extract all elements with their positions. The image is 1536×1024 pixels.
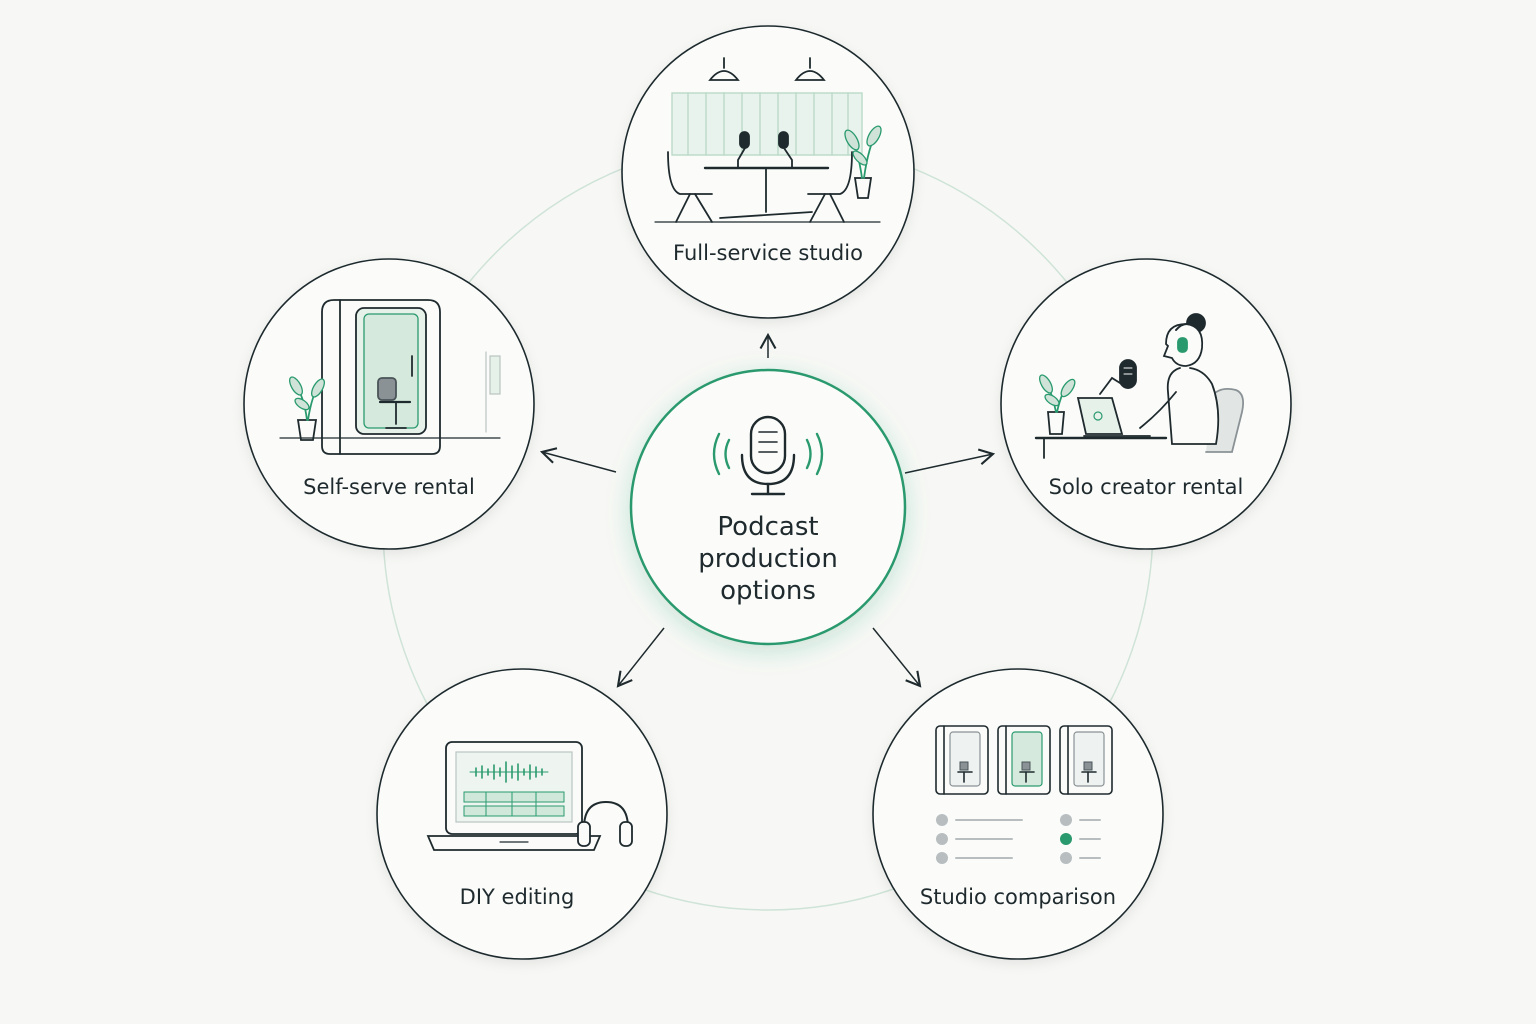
arrow-to-solo-creator-rental	[904, 448, 996, 474]
microphone-icon	[712, 415, 824, 496]
arrow-to-diy-editing	[616, 627, 665, 688]
label-studio-comparison: Studio comparison	[920, 885, 1116, 909]
node-self-serve-rental[interactable]: Self-serve rental	[243, 258, 535, 550]
node-full-service-studio[interactable]: Full-service studio	[621, 25, 915, 319]
center-title-line-1: Podcast	[717, 512, 818, 542]
label-solo-creator-rental: Solo creator rental	[1049, 475, 1244, 499]
arrow-to-self-serve-rental	[539, 447, 617, 473]
studio-table-icon	[654, 57, 882, 223]
label-self-serve-rental: Self-serve rental	[303, 475, 475, 499]
connector-arrows	[539, 332, 996, 688]
label-full-service-studio: Full-service studio	[673, 241, 863, 265]
center-title-line-3: options	[720, 576, 816, 606]
node-solo-creator-rental[interactable]: Solo creator rental	[1000, 258, 1292, 550]
person-headphones-icon	[1034, 313, 1245, 459]
node-studio-comparison[interactable]: Studio comparison	[872, 668, 1164, 960]
booth-icon	[279, 299, 501, 455]
arrow-to-studio-comparison	[872, 627, 922, 688]
label-diy-editing: DIY editing	[460, 885, 575, 909]
laptop-waveform-icon	[426, 741, 633, 851]
center-title-line-2: production	[698, 544, 838, 574]
booth-comparison-icon	[935, 725, 1113, 864]
node-diy-editing[interactable]: DIY editing	[376, 668, 668, 960]
center-node: Podcast production options	[629, 368, 907, 646]
